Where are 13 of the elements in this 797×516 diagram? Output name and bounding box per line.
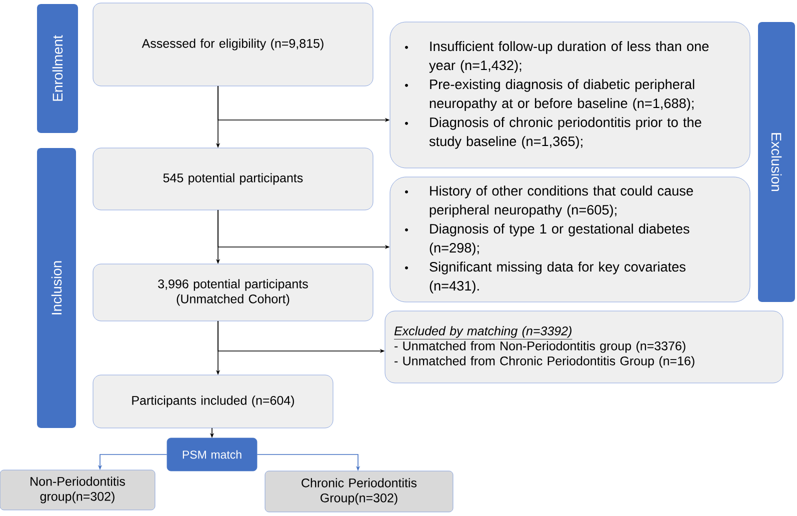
exclusion-box: History of other conditions that could cause peripheral neuropathy (n=605); Diagnosis of type 1 or gestational diabetes (n=298); Significant missing data for key covariates (n=431).: [390, 176, 750, 302]
exclusion-box: Excluded by matching (n=3392) - Unmatched from Non-Periodontitis group (n=3376) - Unmatched from Chronic Periodontitis Group (n=16): [384, 310, 784, 384]
section-band: Enrollment: [37, 4, 78, 133]
group-box: Non-Periodontitis group(n=302): [0, 470, 156, 510]
group-box: Chronic Periodontitis Group(n=302): [264, 470, 454, 512]
section-band: Exclusion: [758, 22, 795, 302]
process-box: 3,996 potential participants (Unmatched Cohort): [92, 264, 374, 322]
exclusion-box: Insufficient follow-up duration of less than one year (n=1,432); Pre-existing diagnosis of diabetic peripheral neuropathy at or before baseline (n=1,688); Diagnosis of chronic periodontitis prior to the study baseline (n=1,365);: [390, 22, 750, 168]
process-box: Participants included (n=604): [92, 374, 334, 428]
section-band: Inclusion: [37, 148, 76, 428]
process-box: Assessed for eligibility (n=9,815): [92, 2, 374, 86]
process-box: 545 potential participants: [92, 148, 374, 210]
matching-box: PSM match: [166, 438, 258, 472]
